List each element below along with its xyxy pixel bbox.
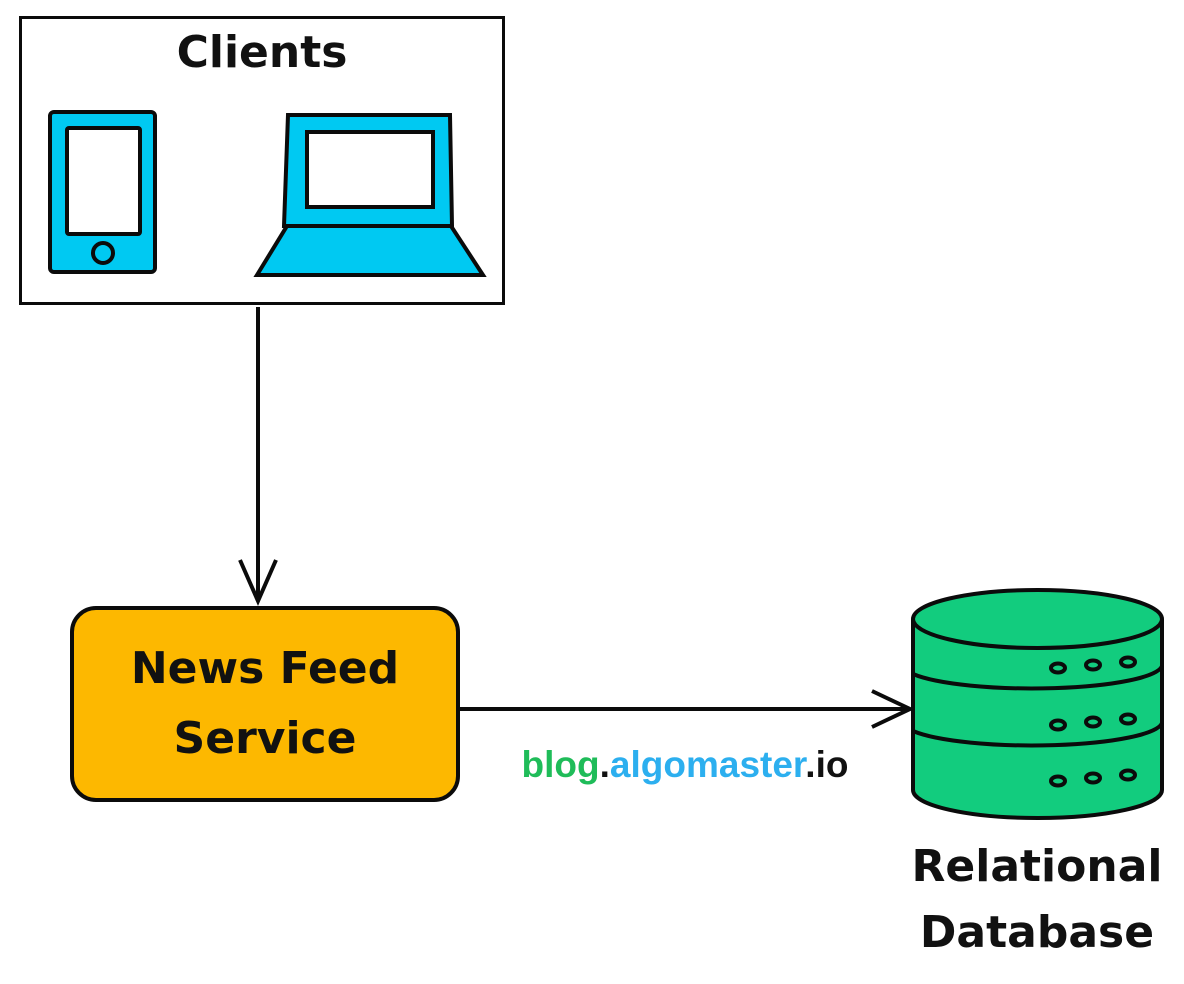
service-to-database-arrow [459,689,915,729]
clients-to-service-arrow [238,307,278,606]
watermark-blog: blog [521,744,600,785]
news-feed-service-label: News Feed Service [130,642,400,764]
watermark: blog.algomaster.io [495,744,875,786]
database-dots [1049,655,1137,788]
clients-box: Clients [19,16,505,305]
watermark-dot1: . [599,744,610,785]
database-cylinder-icon [911,588,1164,820]
watermark-io: io [815,744,849,785]
database-label: Relational Database [911,841,1163,958]
watermark-algomaster: algomaster [609,744,806,785]
news-feed-service-box: News Feed Service [70,606,460,802]
clients-box-title: Clients [176,27,348,78]
watermark-dot2: . [805,744,816,785]
